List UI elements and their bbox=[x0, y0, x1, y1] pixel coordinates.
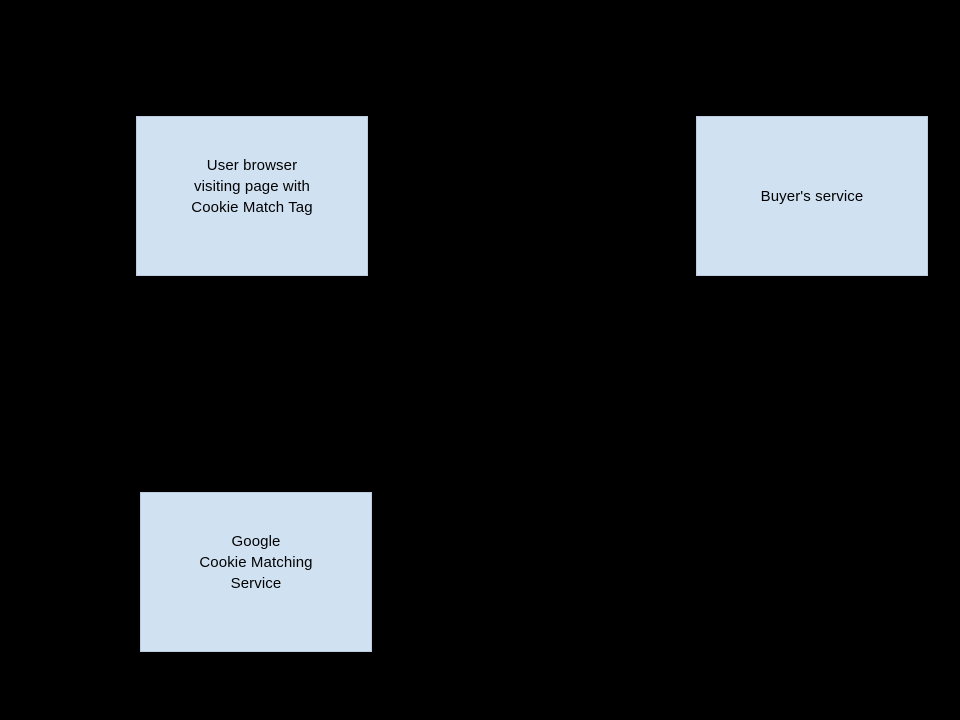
node-user-browser-label: User browser visiting page with Cookie M… bbox=[191, 156, 313, 216]
node-user-browser[interactable]: User browser visiting page with Cookie M… bbox=[136, 116, 368, 276]
node-google-cookie-matching-label: Google Cookie Matching Service bbox=[199, 532, 313, 592]
node-buyers-service[interactable]: Buyer's service bbox=[696, 116, 928, 276]
node-buyers-service-label: Buyer's service bbox=[760, 187, 864, 205]
node-google-cookie-matching[interactable]: Google Cookie Matching Service bbox=[140, 492, 372, 652]
